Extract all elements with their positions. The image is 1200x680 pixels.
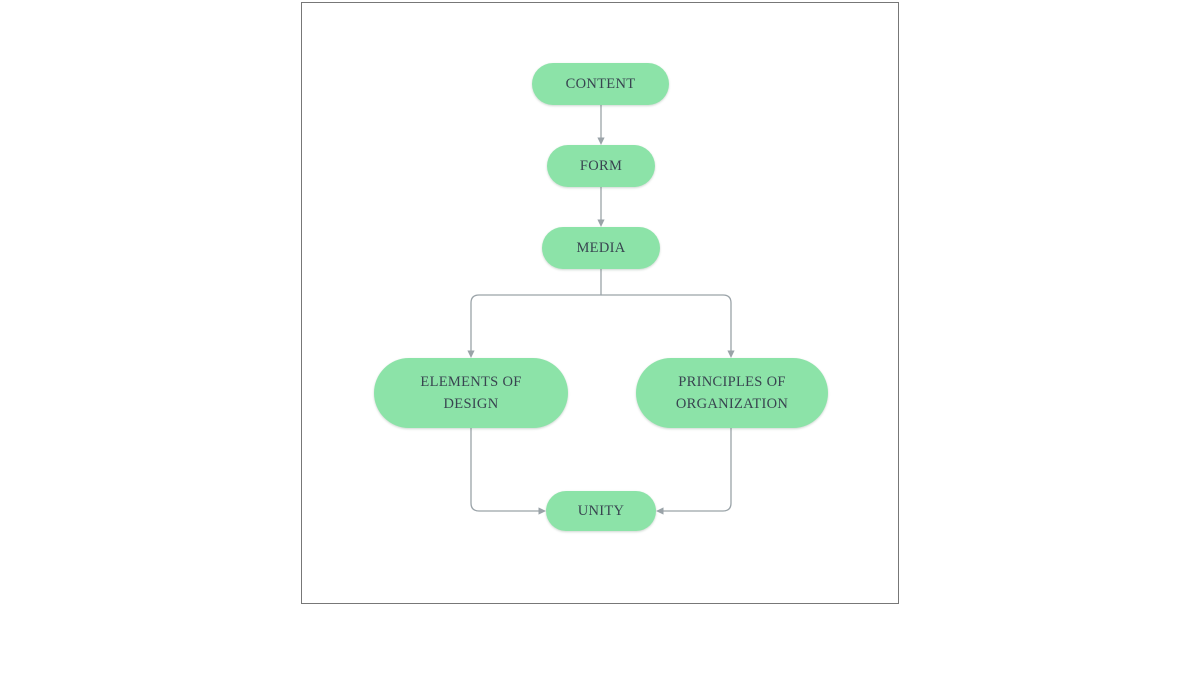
node-unity-label: UNITY xyxy=(577,502,625,519)
edge-content-to-form xyxy=(597,105,605,145)
node-form[interactable]: FORM xyxy=(547,145,655,187)
node-unity[interactable]: UNITY xyxy=(546,491,656,531)
diagram-frame: CONTENT FORM MEDIA ELEMENTS OF DESIGN PR… xyxy=(301,2,899,604)
node-media-label: MEDIA xyxy=(576,239,626,256)
edge-principles-to-unity xyxy=(656,428,732,515)
node-content-label: CONTENT xyxy=(565,75,636,92)
node-elements-of-design-label: ELEMENTS OF DESIGN xyxy=(420,373,522,412)
node-principles-of-organization[interactable]: PRINCIPLES OF ORGANIZATION xyxy=(636,358,828,428)
edge-elements-to-unity xyxy=(470,428,546,515)
edge-media-to-elements xyxy=(467,269,602,358)
edge-media-to-principles xyxy=(601,294,735,358)
node-elements-of-design[interactable]: ELEMENTS OF DESIGN xyxy=(374,358,568,428)
node-content[interactable]: CONTENT xyxy=(532,63,669,105)
node-media[interactable]: MEDIA xyxy=(542,227,660,269)
node-form-label: FORM xyxy=(579,157,623,174)
node-principles-of-organization-label: PRINCIPLES OF ORGANIZATION xyxy=(675,373,789,412)
edge-form-to-media xyxy=(597,187,605,227)
